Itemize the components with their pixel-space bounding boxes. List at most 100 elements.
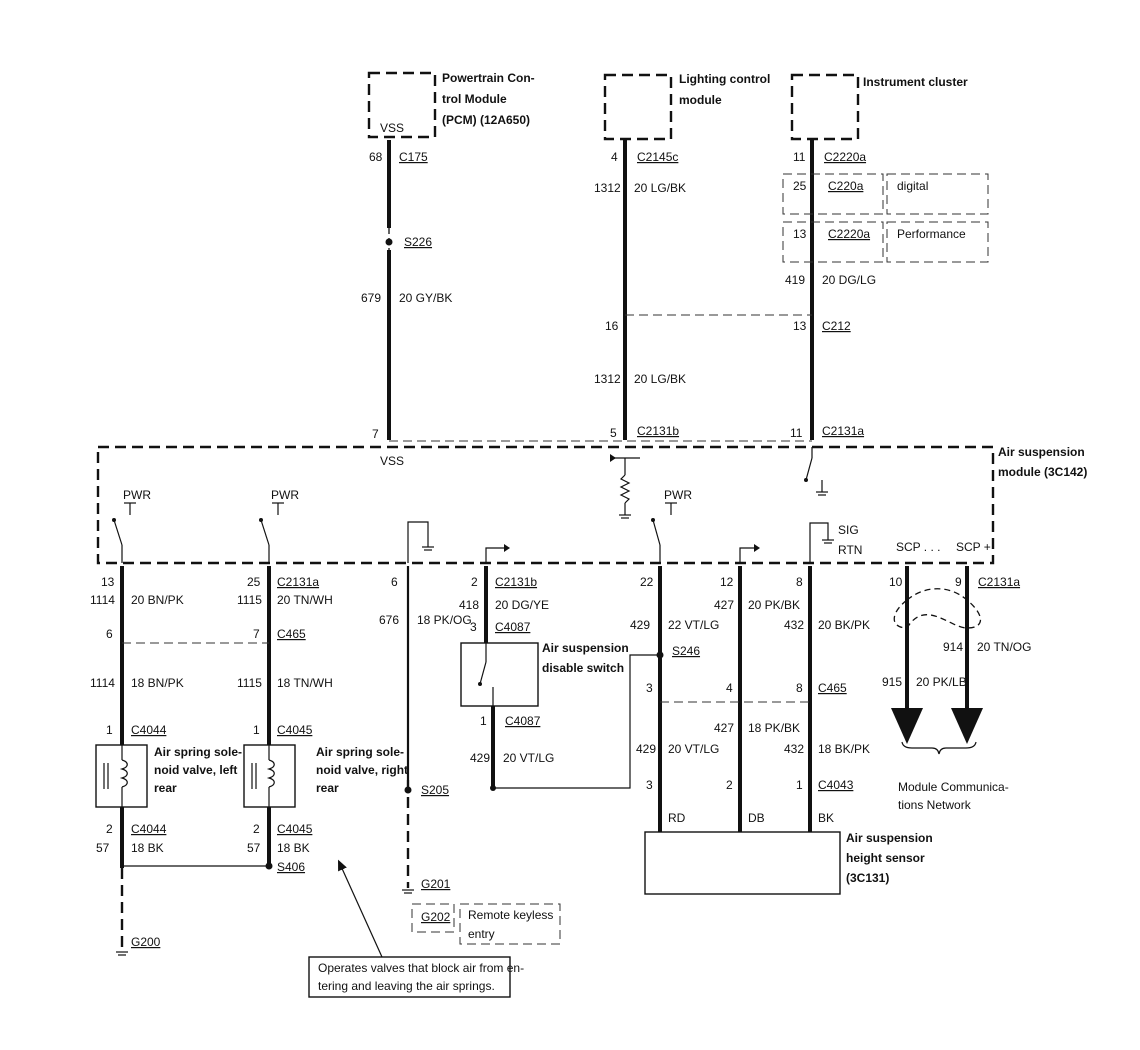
ds-wire-bot: 20 VT/LG — [503, 751, 554, 765]
lr-wire-gnd: 18 BK — [131, 841, 164, 855]
lighting-pin-asm: 5 — [610, 426, 617, 440]
disable-switch-circuit: 2 C2131b 418 20 DG/YE 3 C4087 Air suspen… — [459, 566, 660, 791]
scp-pin-1: 10 — [889, 575, 903, 589]
cluster-conn-top: C2220a — [824, 150, 866, 164]
right-rear-valve-circuit: 25 C2131a 1115 20 TN/WH 7 C465 1115 18 T… — [122, 566, 408, 874]
pcm-module: VSS Powertrain Con- trol Module (PCM) (1… — [367, 71, 535, 139]
lighting-circuit-top: 1312 — [594, 181, 621, 195]
asm-vss-label: VSS — [380, 454, 404, 468]
pcm-wire: 20 GY/BK — [399, 291, 452, 305]
cluster-wire: 20 DG/LG — [822, 273, 876, 287]
rr-valve-name-3: rear — [316, 781, 339, 795]
ds-name-2: disable switch — [542, 661, 624, 675]
ds-pin-sw-bot: 1 — [480, 714, 487, 728]
lr-circuit-gnd: 57 — [96, 841, 110, 855]
scp-wire-2: 20 TN/OG — [977, 640, 1031, 654]
scp-conn-asm: C2131a — [978, 575, 1020, 589]
lighting-name-1: Lighting control — [679, 72, 770, 86]
hs-wire-top-3: 20 BK/PK — [818, 618, 870, 632]
ds-pin-asm: 2 — [471, 575, 478, 589]
pwr-label-3: PWR — [664, 488, 692, 502]
lr-pin-asm: 13 — [101, 575, 115, 589]
rtn-label: RTN — [838, 543, 862, 557]
pcm-vss-label: VSS — [380, 121, 404, 135]
ds-wire-top: 20 DG/YE — [495, 598, 549, 612]
lr-valve-name-3: rear — [154, 781, 177, 795]
pcm-name-3: (PCM) (12A650) — [442, 113, 530, 127]
disable-switch-box — [460, 642, 539, 707]
lighting-control-module: Lighting control module — [603, 72, 770, 141]
hs-circuit-top-1: 429 — [630, 618, 650, 632]
hs-color-3: BK — [818, 811, 834, 825]
pcm-circuit: 679 — [361, 291, 381, 305]
splice-s205: S205 — [421, 783, 449, 797]
cluster-variant-1-conn: C220a — [828, 179, 864, 193]
network-label-1: Module Communica- — [898, 780, 1009, 794]
hs-wire-bot-1: 20 VT/LG — [668, 742, 719, 756]
hs-name-2: height sensor — [846, 851, 925, 865]
hs-pin-c465-2: 4 — [726, 681, 733, 695]
gnd-pin-asm: 6 — [391, 575, 398, 589]
instrument-cluster-module: Instrument cluster — [790, 73, 968, 141]
ground-g200: G200 — [131, 935, 161, 949]
hs-pin-asm-3: 8 — [796, 575, 803, 589]
cluster-circuit: 11 C2220a 25 C220a digital 13 C2220a Per… — [782, 140, 989, 440]
ds-conn-sw-bot: C4087 — [505, 714, 541, 728]
hs-circuit-bot-2: 427 — [714, 721, 734, 735]
splice-s406-dot — [265, 862, 273, 870]
height-sensor-circuits: 22 12 8 429 22 VT/LG 427 20 PK/BK 432 20… — [630, 566, 933, 895]
cluster-pin-top: 11 — [793, 150, 806, 164]
pcm-name-1: Powertrain Con- — [442, 71, 535, 85]
lighting-circuit: 4 C2145c 1312 20 LG/BK 16 1312 20 LG/BK … — [594, 140, 686, 440]
cluster-pin-mid: 13 — [793, 319, 807, 333]
hs-wire-top-1: 22 VT/LG — [668, 618, 719, 632]
callout-line-2: tering and leaving the air springs. — [318, 979, 495, 993]
rr-pin-c465: 7 — [253, 627, 260, 641]
hs-circuit-bot-1: 429 — [636, 742, 656, 756]
callout-line-1: Operates valves that block air from en- — [318, 961, 524, 975]
asm-name-2: module (3C142) — [998, 465, 1087, 479]
rr-conn-valve-bot: C4045 — [277, 822, 313, 836]
hs-circuit-bot-3: 432 — [784, 742, 804, 756]
sig-label: SIG — [838, 523, 859, 537]
pcm-conn-top: C175 — [399, 150, 428, 164]
rr-wire-gnd: 18 BK — [277, 841, 310, 855]
splice-s226: S226 — [404, 235, 432, 249]
scp-network: 10 9 C2131a 915 20 PK/LB 914 20 TN/OG Mo… — [882, 566, 1031, 812]
scp-circuit-2: 914 — [943, 640, 963, 654]
network-label-2: tions Network — [898, 798, 972, 812]
hs-conn-sensor: C4043 — [818, 778, 854, 792]
splice-s226-dot — [385, 238, 393, 246]
cluster-conn-asm: C2131a — [822, 424, 864, 438]
hs-pin-c465-3: 8 — [796, 681, 803, 695]
lighting-name-2: module — [679, 93, 722, 107]
pwr-label-2: PWR — [271, 488, 299, 502]
rke-note-2: entry — [468, 927, 495, 941]
lr-wire-mid: 18 BN/PK — [131, 676, 184, 690]
pcm-pin-top: 68 — [369, 150, 383, 164]
lr-valve-name-1: Air spring sole- — [154, 745, 242, 759]
splice-s246-dot — [656, 651, 664, 659]
hs-wire-bot-2: 18 PK/BK — [748, 721, 800, 735]
cluster-variant-2-label: Performance — [897, 227, 966, 241]
ds-name-1: Air suspension — [542, 641, 629, 655]
scp-circuit-1: 915 — [882, 675, 902, 689]
ds-conn-sw-top: C4087 — [495, 620, 531, 634]
hs-name-3: (3C131) — [846, 871, 889, 885]
valve-callout: Operates valves that block air from en- … — [308, 859, 524, 998]
lighting-wire-top: 20 LG/BK — [634, 181, 686, 195]
ground-driver — [407, 521, 434, 563]
hs-conn-c465: C465 — [818, 681, 847, 695]
scp-wire-1: 20 PK/LB — [916, 675, 967, 689]
rr-circuit-top: 1115 — [237, 593, 262, 607]
pcm-name-2: trol Module — [442, 92, 507, 106]
hs-pin-asm-1: 22 — [640, 575, 654, 589]
rr-wire-mid: 18 TN/WH — [277, 676, 333, 690]
hs-circuit-top-2: 427 — [714, 598, 734, 612]
pcm-pin-asm: 7 — [372, 427, 379, 441]
lr-pin-valve-top: 1 — [106, 723, 113, 737]
rr-pin-valve-top: 1 — [253, 723, 260, 737]
sig-rtn-sensor: SIG RTN — [809, 522, 862, 563]
lr-circuit-top: 1114 — [90, 593, 115, 607]
rr-conn-c465: C465 — [277, 627, 306, 641]
